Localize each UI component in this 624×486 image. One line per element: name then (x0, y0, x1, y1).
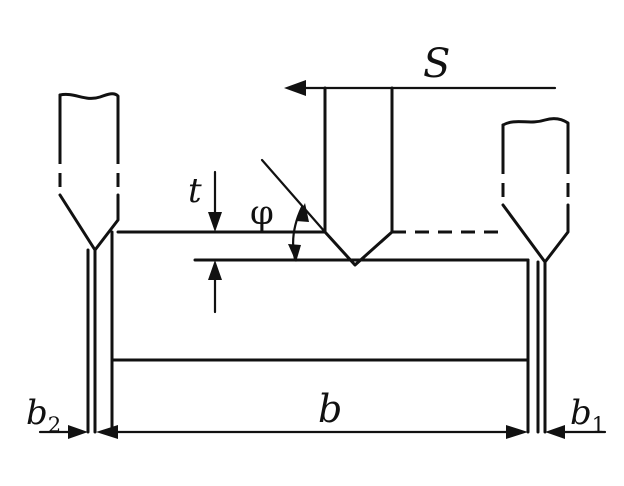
feed-arrow (284, 80, 557, 96)
b1-label: b1 (570, 393, 606, 437)
depth-label: t (188, 171, 202, 211)
center-tool (260, 86, 394, 267)
depth-markers (208, 170, 222, 314)
angle-label: φ (250, 193, 274, 233)
left-tool (58, 92, 120, 434)
width-label: b (318, 387, 343, 431)
feed-label: S (423, 41, 451, 87)
angle-arc (288, 203, 309, 262)
dimension-line (38, 425, 607, 439)
right-tool (501, 117, 570, 434)
b2-label: b2 (26, 393, 62, 437)
